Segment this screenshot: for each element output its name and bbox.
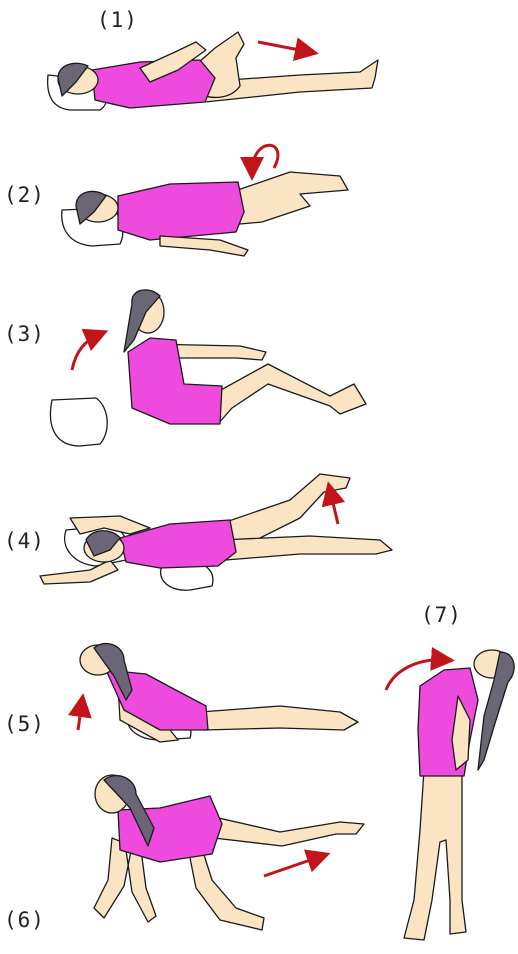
arrow-curved-2 [252,145,278,172]
figure-exercise-1 [48,32,378,110]
torso [118,182,244,240]
legs [404,770,466,940]
legs [200,706,358,730]
figure-exercise-2 [62,172,348,256]
figure-exercise-7 [404,650,514,940]
lower-leg [220,536,392,560]
arrow-up-4 [330,490,338,524]
arrow-curved-3 [72,334,100,370]
pillow [50,398,107,446]
figure-exercise-4 [40,474,392,590]
arm [160,236,248,256]
figure-exercise-5 [80,644,358,742]
figure-exercise-3 [50,290,366,446]
figure-exercise-6 [94,775,364,930]
arrow-right-6 [264,856,322,876]
arrow-right-1 [258,42,310,52]
extended-leg [210,816,364,846]
legs [232,172,348,224]
legs [210,364,366,424]
arrow-up-5 [78,702,82,730]
